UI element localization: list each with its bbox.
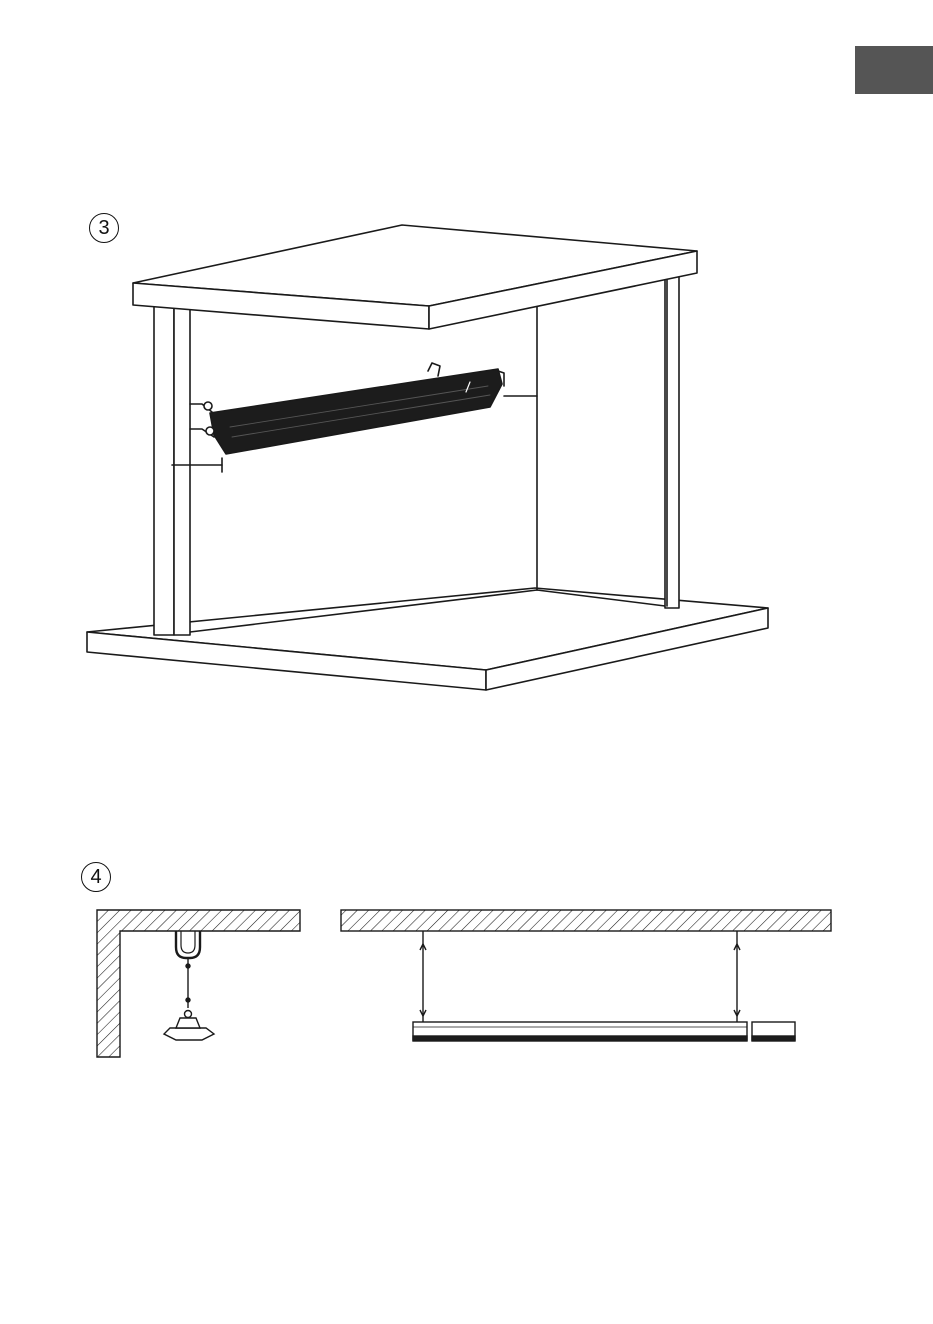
- heater-body-front: [413, 1022, 747, 1041]
- suspension-cable-left: [420, 931, 426, 1022]
- suspension-cable-right: [734, 931, 740, 1022]
- ceiling-slab-front: [341, 910, 831, 931]
- heater-end-box: [752, 1022, 795, 1041]
